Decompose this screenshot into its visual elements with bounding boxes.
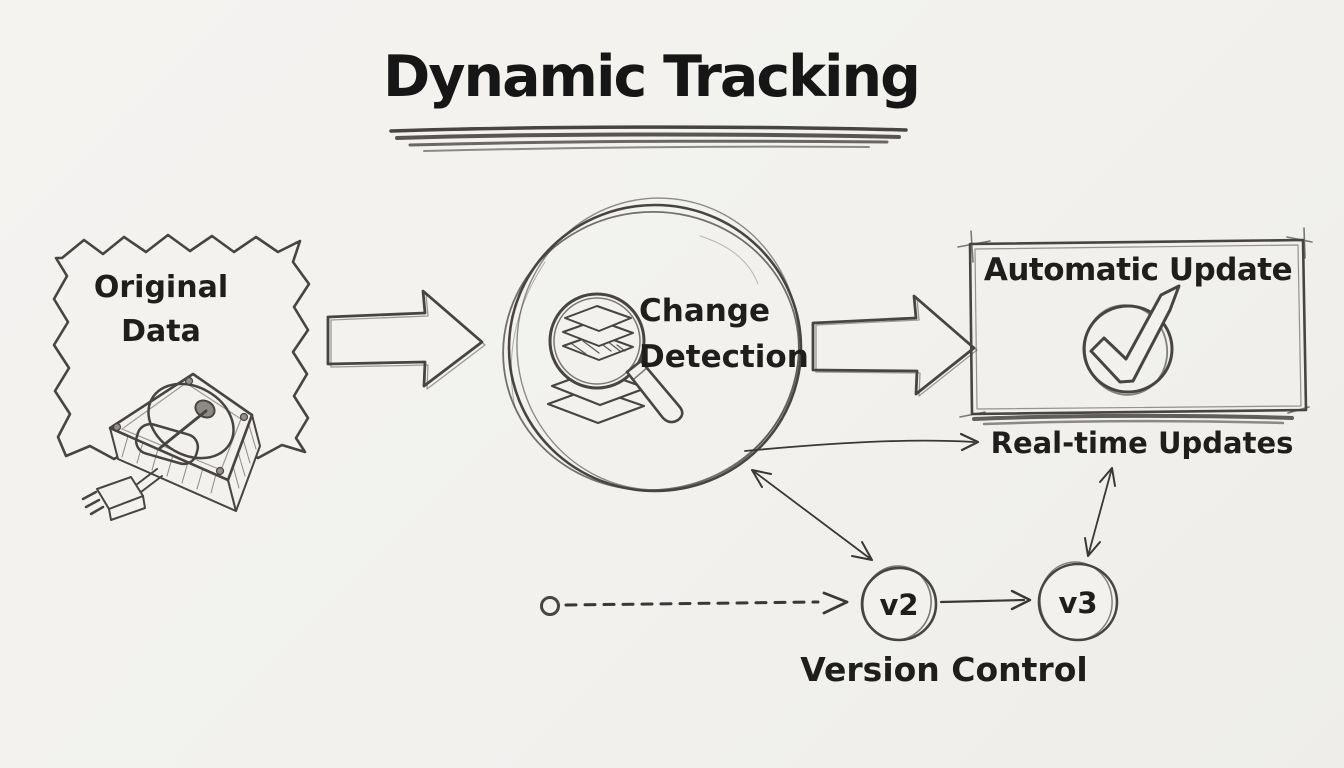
version-start-dot	[540, 596, 560, 616]
node-original-data-label: Original Data	[93, 270, 229, 349]
flow-arrow-left	[326, 289, 486, 390]
realtime-updates-label: Real-time Updates	[990, 426, 1294, 460]
node-automatic-update-label: Automatic Update	[983, 252, 1293, 288]
v2-to-v3-arrow	[939, 589, 1032, 611]
page-title: Dynamic Tracking	[383, 44, 921, 110]
version-v3-label: v3	[1058, 586, 1098, 620]
check-circle-icon	[1082, 284, 1181, 396]
node-change-detection-label: Change Detection	[639, 293, 809, 375]
hard-drive-icon	[81, 372, 261, 521]
magnifier-layers-icon	[546, 292, 684, 425]
title-underline-sketch	[389, 125, 908, 152]
version-control-label: Version Control	[800, 650, 1088, 689]
original-data-box	[52, 233, 311, 461]
v2-circle	[860, 565, 938, 642]
circle-to-v2-arrow	[751, 469, 873, 561]
version-v2-label: v2	[879, 588, 919, 622]
automatic-update-box	[957, 227, 1313, 426]
circle-to-realtime-arrow	[744, 432, 980, 452]
version-dashed-arrow	[564, 591, 849, 615]
flow-arrow-right	[811, 294, 978, 397]
realtime-to-v3-arrow	[1084, 467, 1116, 557]
change-detection-circle	[502, 197, 803, 493]
v3-circle	[1037, 561, 1119, 642]
